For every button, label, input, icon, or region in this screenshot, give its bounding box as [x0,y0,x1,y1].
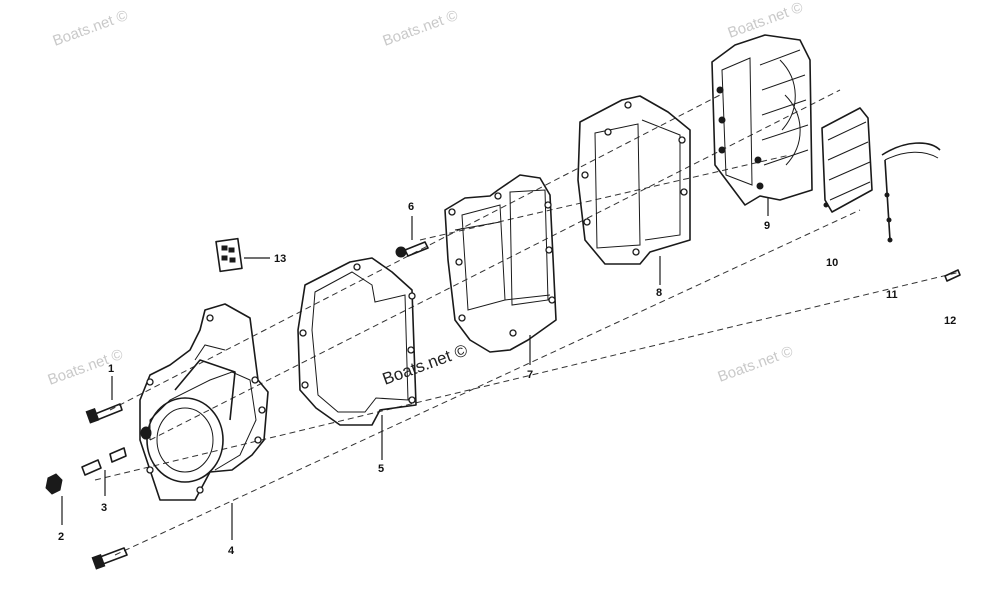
watermark-top-center: Boats.net © [381,7,461,50]
part-3-stud-lower [81,459,102,476]
part-9-reed-block [711,34,813,216]
part-12-screw [944,269,961,282]
watermark-center: Boats.net © [380,340,471,388]
callout-1: 1 [108,363,114,375]
part-11-reed-stop [881,142,941,243]
lower-bolt [91,547,128,570]
part-5-gasket [297,257,417,460]
callout-5: 5 [378,463,384,475]
part-2-nut [45,473,63,495]
callout-10: 10 [826,257,838,269]
watermark-top-left: Boats.net © [51,7,131,50]
watermark-mid-right: Boats.net © [716,343,796,386]
part-4-adapter-housing [139,303,269,501]
part-6-screw [395,216,429,258]
watermarks: Boats.net © Boats.net © Boats.net © Boat… [46,0,806,389]
fasteners-left [45,403,128,570]
part-3-stud-upper [109,447,127,463]
assembly-centerlines [94,89,961,556]
callout-12: 12 [944,315,956,327]
part-7-reed-plate [444,174,557,365]
callout-labels: 1 2 3 4 5 6 7 8 9 10 11 12 13 [58,201,956,557]
callout-6: 6 [408,201,414,213]
leader-lines [61,376,233,540]
callout-9: 9 [764,220,770,232]
part-8-gasket [577,95,691,285]
part-10-reed-petals [821,107,873,213]
callout-4: 4 [228,545,235,557]
callout-13: 13 [274,253,286,265]
callout-3: 3 [101,502,107,514]
callout-8: 8 [656,287,662,299]
part-1-bolt [85,403,123,424]
part-13-decal [215,237,270,273]
callout-2: 2 [58,531,64,543]
callout-11: 11 [886,289,898,301]
callout-7: 7 [527,369,533,381]
